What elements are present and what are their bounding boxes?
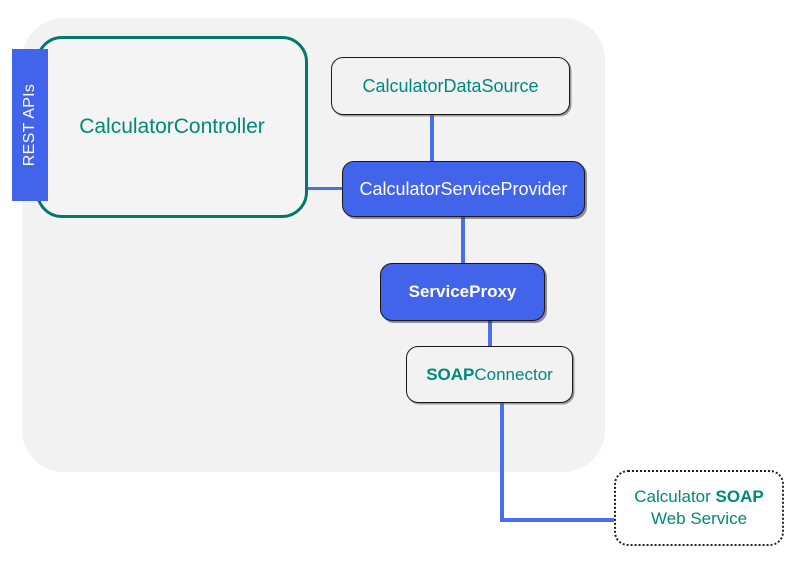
node-calculator-controller[interactable]: CalculatorController [36,36,308,218]
rest-apis-badge-label: REST APIs [21,83,38,167]
node-calculator-soap-web-service-line1-bold: SOAP [715,486,764,506]
connector-soapconnector-to-webservice-horizontal [500,518,616,522]
node-calculator-datasource-label: CalculatorDataSource [362,75,539,96]
connector-soapconnector-to-webservice-vertical [500,402,504,522]
node-calculator-service-provider-label: CalculatorServiceProvider [359,178,568,199]
node-service-proxy[interactable]: ServiceProxy [380,263,545,321]
connector-serviceproxy-to-soapconnector [488,320,492,347]
node-soap-connector-label: SOAPConnector [426,365,553,385]
node-calculator-soap-web-service-line2: Web Service [650,509,748,528]
rest-apis-badge: REST APIs [12,49,48,201]
node-soap-connector-label-rest: Connector [474,364,553,384]
node-calculator-soap-web-service[interactable]: Calculator SOAP Web Service [614,470,784,546]
connector-serviceprovider-to-serviceproxy [461,216,465,264]
connector-datasource-to-serviceprovider [430,114,434,162]
node-calculator-soap-web-service-line1: Calculator SOAP [634,486,763,508]
node-soap-connector[interactable]: SOAPConnector [406,346,573,403]
connector-controller-to-serviceprovider [305,187,344,190]
node-calculator-service-provider[interactable]: CalculatorServiceProvider [342,161,585,217]
node-calculator-datasource[interactable]: CalculatorDataSource [331,57,570,115]
node-calculator-soap-web-service-line1-prefix: Calculator [634,486,716,506]
node-service-proxy-label: ServiceProxy [408,282,517,301]
node-calculator-controller-label: CalculatorController [79,115,265,138]
node-soap-connector-label-bold: SOAP [426,364,475,384]
